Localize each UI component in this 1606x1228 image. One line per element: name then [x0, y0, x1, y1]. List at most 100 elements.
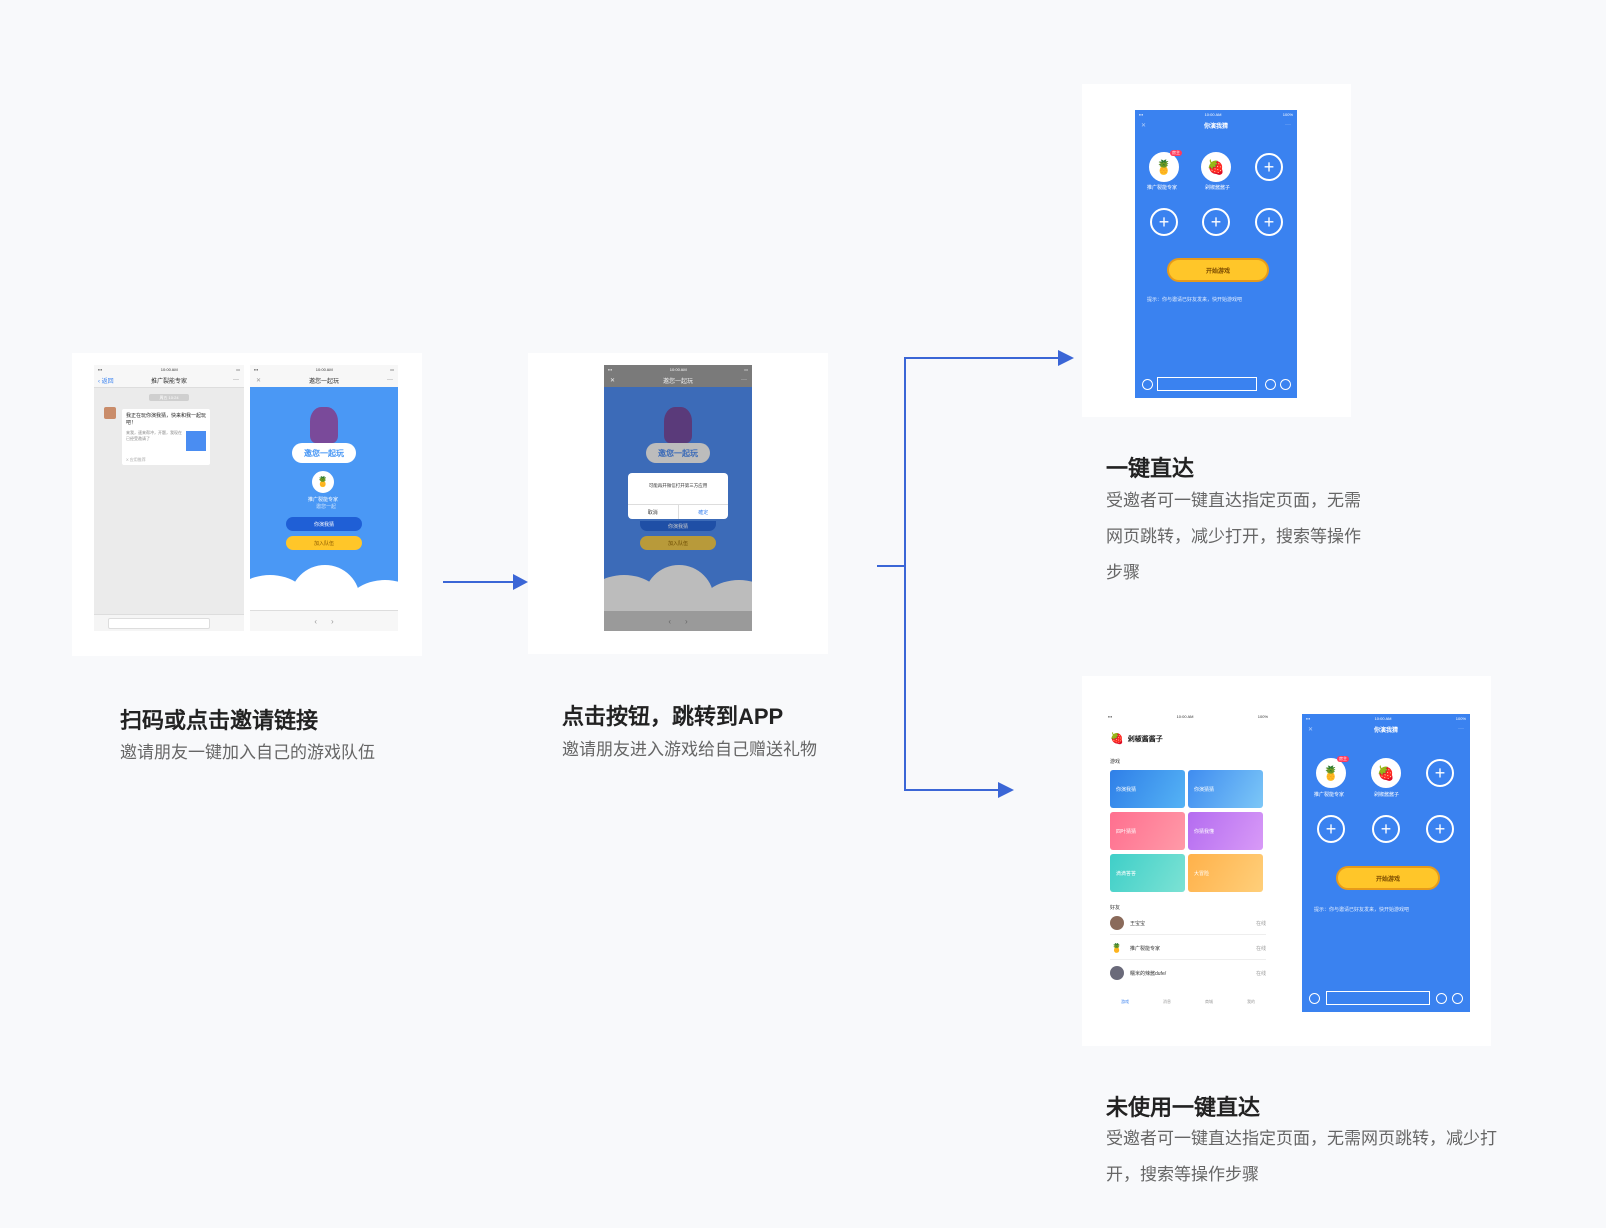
game-tile[interactable]: 四叶猜猜	[1110, 812, 1185, 850]
back-button[interactable]: ‹ 返回	[98, 378, 114, 385]
add-player-button[interactable]: +	[1150, 208, 1178, 236]
signal-icon: ▪▪▪	[1108, 713, 1113, 719]
invite-message-card[interactable]: 我正在玩你演我猜，快来和我一起玩吧！ 来我，速来帮冲，开题，我现在已经受邀请了 …	[122, 409, 210, 465]
join-team-button[interactable]: 加入队伍	[286, 536, 362, 550]
add-player-button[interactable]: +	[1255, 208, 1283, 236]
step1-card: ▪▪▪10:00 AM▭ ‹ 返回 推广裂能专家 ··· 周五 10:24 我正…	[72, 353, 422, 656]
plus-icon[interactable]	[1452, 993, 1463, 1004]
emoji-icon[interactable]	[1436, 993, 1447, 1004]
close-icon[interactable]: ✕	[256, 377, 262, 384]
games-label: 游戏	[1110, 759, 1121, 765]
add-player-button[interactable]: +	[1202, 208, 1230, 236]
signal-icon: ▪▪▪	[1139, 111, 1144, 117]
start-game-button[interactable]: 开始游戏	[1336, 866, 1440, 890]
more-icon[interactable]: ···	[387, 377, 393, 383]
step2-card: ▪▪▪10:00 AM▭ ✕ 邀您一起玩 ··· 邀您一起玩 可能再开微信打开第…	[528, 353, 828, 654]
page-title: 邀您一起玩	[662, 378, 693, 385]
add-player-button[interactable]: +	[1426, 759, 1454, 787]
game-tile[interactable]: 大冒险	[1188, 854, 1263, 892]
status-time: 10:00 AM	[315, 366, 333, 372]
outcome2-desc: 受邀者可一键直达指定页面，无需网页跳转，减少打 开，搜索等操作步骤	[1106, 1121, 1497, 1193]
desc-line: 开，搜索等操作步骤	[1106, 1165, 1259, 1184]
host-badge: 房主	[1170, 150, 1182, 156]
tab-store[interactable]: 商城	[1205, 999, 1213, 1004]
friend-row[interactable]: 糯米的辣酱dufe/ 在线	[1110, 962, 1266, 984]
game-tile[interactable]: 滴滴答答	[1110, 854, 1185, 892]
friend-name: 王宝宝	[1130, 920, 1146, 927]
desc-line: 受邀者可一键直达指定页面，无需	[1106, 491, 1361, 510]
outcome1-desc: 受邀者可一键直达指定页面，无需 网页跳转，减少打开，搜索等操作 步骤	[1106, 483, 1361, 591]
close-icon[interactable]: ✕	[1308, 726, 1314, 733]
start-game-button[interactable]: 开始游戏	[1167, 258, 1269, 282]
room-tip: 提示：你与邀请已好友发来，快开始游戏吧	[1314, 907, 1410, 913]
add-player-button[interactable]: +	[1317, 815, 1345, 843]
add-player-button[interactable]: +	[1426, 815, 1454, 843]
dialog-ok-button[interactable]: 確定	[698, 509, 709, 516]
user-avatar[interactable]: 🍓	[1110, 733, 1124, 745]
game-tile[interactable]: 你猜我懂	[1188, 812, 1263, 850]
room-chat-input[interactable]	[1326, 991, 1430, 1005]
signal-icon: ▪▪▪	[608, 366, 613, 372]
dialog-cancel-button[interactable]: 取消	[628, 505, 679, 519]
player-name: 剁椒酱酱子	[1374, 792, 1400, 798]
more-icon[interactable]: ···	[1458, 726, 1464, 732]
player-name: 推广裂能专家	[1147, 185, 1178, 191]
primary-button[interactable]: 你演我猜	[286, 517, 362, 531]
dialog-message: 可能再开微信打开第三方应用	[648, 483, 708, 488]
desc-line: 步骤	[1106, 563, 1140, 582]
friend-row[interactable]: 王宝宝 在线	[1110, 912, 1266, 935]
tab-profile[interactable]: 我的	[1247, 999, 1255, 1004]
tab-games[interactable]: 游戏	[1121, 999, 1129, 1004]
add-player-button[interactable]: +	[1255, 153, 1283, 181]
invite-screen: ▪▪▪10:00 AM▭ ✕ 邀您一起玩 ··· 邀您一起玩 🍍 推广裂能专家 …	[250, 365, 398, 631]
forward-arrow-icon[interactable]: ›	[331, 616, 334, 626]
game-tile[interactable]: 你演猜猜	[1188, 770, 1263, 808]
primary-button: 你演我猜	[640, 521, 716, 531]
back-arrow-icon[interactable]: ‹	[314, 616, 317, 626]
user-name: 推广裂能专家	[308, 497, 339, 503]
room-chat-input[interactable]	[1157, 377, 1257, 391]
friend-row[interactable]: 🍍 推广裂能专家 在线	[1110, 937, 1266, 960]
more-icon[interactable]: ···	[741, 377, 747, 383]
emoji-icon[interactable]	[1265, 379, 1276, 390]
status-time: 10:00 AM	[669, 366, 687, 372]
signal-icon: ▪▪▪	[254, 366, 259, 372]
back-label: 返回	[101, 378, 114, 385]
branch-arrow	[877, 357, 1064, 567]
join-team-button: 加入队伍	[640, 536, 716, 550]
more-icon[interactable]: ···	[233, 377, 239, 383]
dialog-screen: ▪▪▪10:00 AM▭ ✕ 邀您一起玩 ··· 邀您一起玩 可能再开微信打开第…	[604, 365, 752, 631]
avatar	[104, 407, 116, 419]
voice-icon[interactable]	[1309, 993, 1320, 1004]
user-subtitle: 邀您一起	[316, 504, 337, 510]
message-source: X 应用推荐	[126, 457, 146, 462]
game-tile[interactable]: 你演我猜	[1110, 770, 1185, 808]
friend-status: 在线	[1255, 920, 1266, 927]
status-time: 10:00 AM	[160, 366, 178, 372]
battery-icon: ▭	[744, 366, 748, 372]
voice-icon[interactable]	[1142, 379, 1153, 390]
close-icon[interactable]: ✕	[1141, 122, 1147, 129]
chat-input[interactable]	[108, 618, 210, 629]
plus-icon[interactable]	[1280, 379, 1291, 390]
add-player-button[interactable]: +	[1372, 815, 1400, 843]
outcome2-title: 未使用一键直达	[1106, 1095, 1261, 1120]
arrowhead	[513, 574, 528, 590]
tab-messages[interactable]: 消息	[1163, 999, 1171, 1004]
status-time: 10:00 AM	[1176, 713, 1194, 719]
room-input-bar	[1302, 986, 1470, 1012]
confirm-dialog: 可能再开微信打开第三方应用 取消 確定	[628, 473, 728, 519]
close-icon[interactable]: ✕	[610, 377, 616, 384]
battery-level: 100%	[1257, 713, 1268, 719]
chat-title: 推广裂能专家	[150, 378, 187, 385]
friend-name: 推广裂能专家	[1130, 945, 1161, 952]
signal-icon: ▪▪▪	[98, 366, 103, 372]
more-icon[interactable]: ···	[1285, 122, 1291, 128]
branch-arrow	[904, 566, 1004, 791]
date-tag: 周五 10:24	[149, 394, 189, 401]
step2-title: 点击按钮，跳转到APP	[562, 704, 784, 729]
chat-screen: ▪▪▪10:00 AM▭ ‹ 返回 推广裂能专家 ··· 周五 10:24 我正…	[94, 365, 244, 631]
friend-name: 糯米的辣酱dufe/	[1130, 970, 1167, 977]
